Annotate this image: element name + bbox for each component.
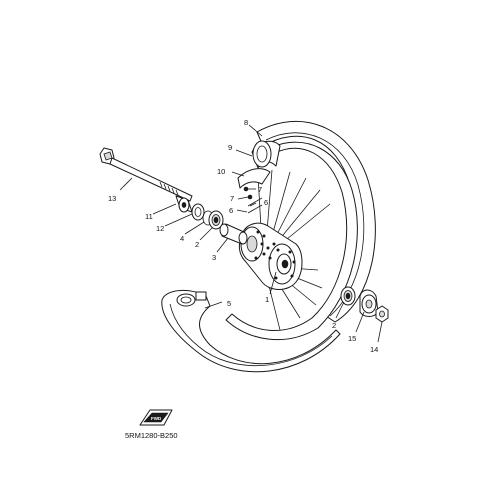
rim-band <box>237 168 271 189</box>
callout-1: 1 <box>265 295 269 304</box>
callout-10: 10 <box>217 167 225 176</box>
callout-15: 15 <box>348 334 356 343</box>
callout-13: 13 <box>108 194 116 203</box>
collar-right <box>359 289 379 317</box>
callout-7a: 7 <box>258 185 262 194</box>
spoke-nipple-upper <box>243 186 249 192</box>
callout-14: 14 <box>370 345 378 354</box>
tire-lower <box>161 290 341 373</box>
axle-nut <box>375 305 389 323</box>
collar <box>175 195 193 213</box>
callout-9: 9 <box>228 143 232 152</box>
callout-4: 4 <box>180 234 184 243</box>
callout-labels: 8 9 10 7 7 6 6 13 11 12 4 2 3 1 5 2 15 1… <box>108 118 378 354</box>
tire-upper <box>256 120 376 323</box>
spoke-nipple-lower <box>247 194 253 200</box>
callout-8: 8 <box>244 118 248 127</box>
spoke-part-a <box>247 197 263 207</box>
callout-2b: 2 <box>332 321 336 330</box>
drawing-code: 5RM1280-B250 <box>125 431 178 440</box>
callout-6a: 6 <box>264 198 268 207</box>
callout-2a: 2 <box>195 240 199 249</box>
spacer <box>219 223 248 245</box>
tire-valve <box>176 291 207 307</box>
callout-11: 11 <box>145 212 153 221</box>
tire-lower-inner-line <box>169 303 333 367</box>
callout-3: 3 <box>212 253 216 262</box>
rim <box>225 141 358 340</box>
oil-seal <box>191 203 205 221</box>
spokes <box>257 169 331 331</box>
tube <box>251 140 281 169</box>
spoke-part-b <box>247 204 263 214</box>
callout-12: 12 <box>156 224 164 233</box>
callout-6b: 6 <box>229 206 233 215</box>
bearing-right <box>340 286 356 306</box>
forward-badge-label: FWD <box>151 416 162 421</box>
callout-5: 5 <box>227 299 231 308</box>
forward-direction-icon: FWD <box>139 409 173 426</box>
bearing-left <box>208 210 224 230</box>
callout-7b: 7 <box>230 194 234 203</box>
axle <box>99 147 193 202</box>
hub <box>238 222 303 290</box>
leader-lines <box>119 124 383 343</box>
tire-upper-inner-line <box>265 132 365 317</box>
